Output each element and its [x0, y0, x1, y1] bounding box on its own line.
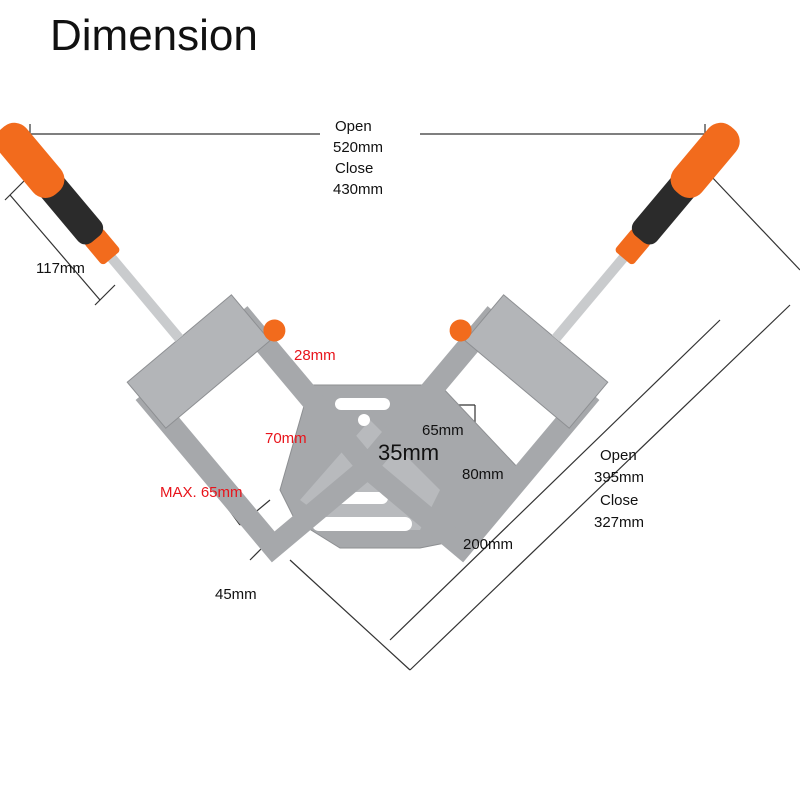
page-title: Dimension	[50, 11, 258, 60]
base-height-value: 80mm	[462, 466, 504, 483]
center-height-value: 35mm	[378, 440, 439, 465]
max-opening-value: MAX. 65mm	[160, 484, 243, 501]
width-open-label: Open	[335, 118, 372, 135]
base-thickness-value: 45mm	[215, 586, 257, 603]
width-close-value: 430mm	[333, 181, 383, 198]
width-open-value: 520mm	[333, 139, 383, 156]
diag-close-label: Close	[600, 492, 638, 509]
diag-open-label: Open	[600, 447, 637, 464]
diag-close-value: 327mm	[594, 514, 644, 531]
base-width-value: 200mm	[463, 536, 513, 553]
jaw-depth-value: 28mm	[294, 347, 336, 364]
handle-length-value: 117mm	[36, 260, 85, 277]
width-close-label: Close	[335, 160, 373, 177]
right-arm	[351, 122, 740, 563]
slot-height-value: 65mm	[422, 422, 464, 439]
left-arm	[0, 122, 384, 563]
jaw-width-value: 70mm	[265, 430, 307, 447]
diag-open-value: 395mm	[594, 469, 644, 486]
